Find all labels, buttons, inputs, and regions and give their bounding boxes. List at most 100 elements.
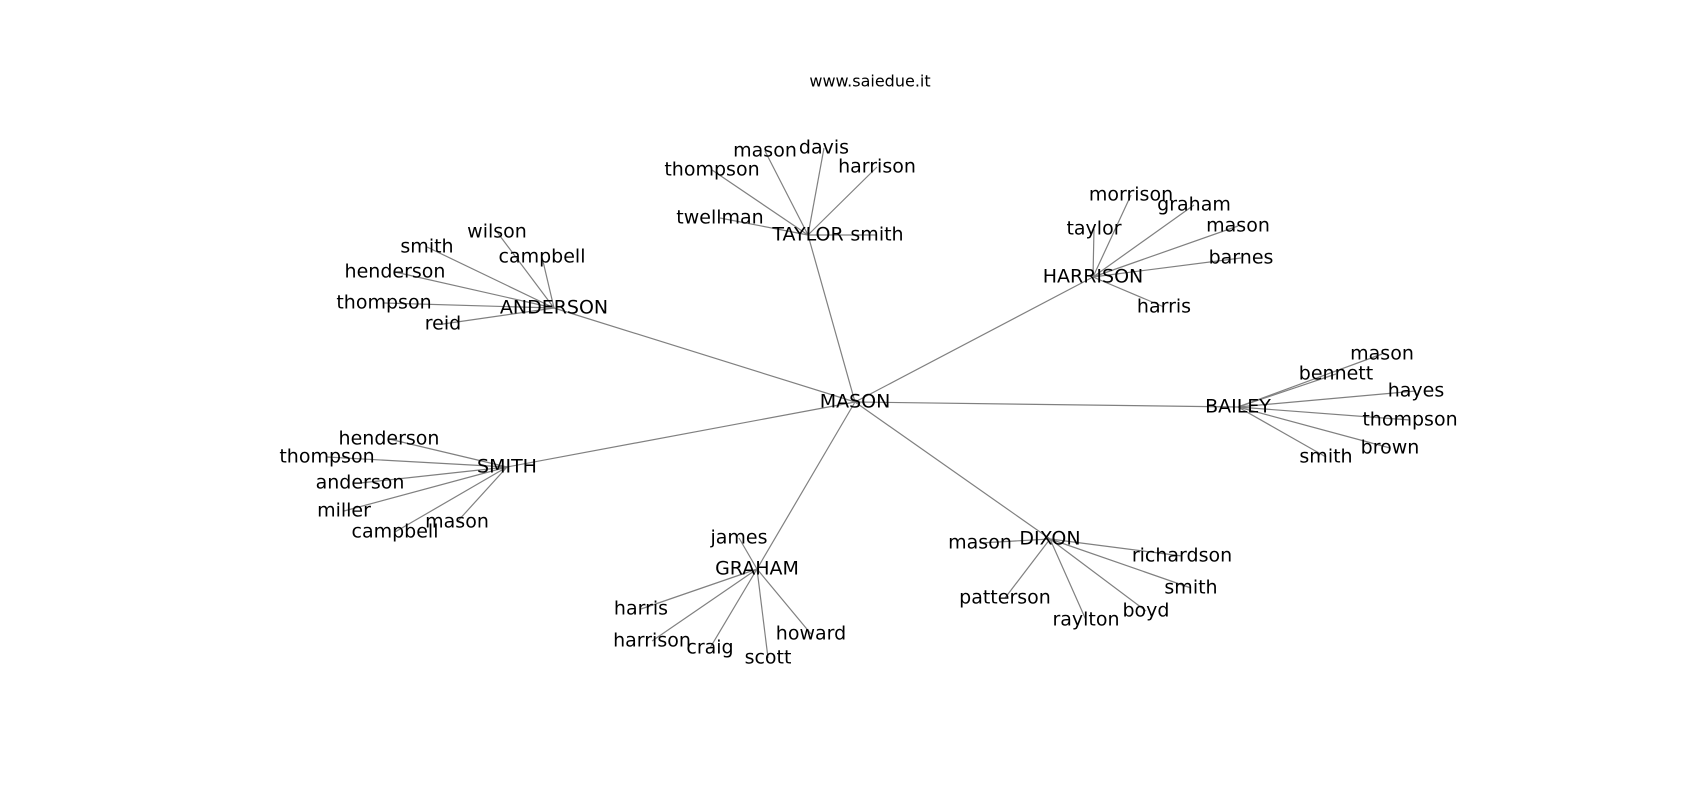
leaf-node-label: miller: [317, 500, 371, 522]
edge-graham-to-james: [738, 537, 758, 570]
leaf-node-label: campbell: [352, 521, 439, 543]
edge-graham-to-howard: [756, 568, 812, 635]
edge-taylor-to-thompson: [711, 169, 809, 236]
leaf-node-label: smith: [1164, 577, 1217, 599]
edge-taylor-to-harrison: [807, 166, 878, 236]
edge-bailey-to-bennett: [1237, 373, 1337, 408]
leaf-node-label: mason: [425, 511, 489, 533]
leaf-node-label: hayes: [1388, 380, 1445, 402]
hub-node-label: DIXON: [1019, 528, 1080, 550]
edge-anderson-to-wilson: [496, 231, 555, 309]
leaf-node-label: harrison: [838, 156, 916, 178]
edge-dixon-to-richardson: [1049, 538, 1183, 557]
edge-root-to-harrison: [854, 276, 1094, 403]
root-node-label: MASON: [820, 391, 891, 413]
edge-anderson-to-henderson: [394, 271, 555, 309]
leaf-node-label: patterson: [959, 587, 1051, 609]
leaf-node-label: reid: [425, 313, 461, 335]
edge-anderson-to-reid: [442, 307, 555, 325]
leaf-node-label: henderson: [339, 428, 440, 450]
leaf-node-label: morrison: [1089, 184, 1173, 206]
edge-smith-to-anderson: [359, 466, 508, 484]
edge-graham-to-scott: [756, 568, 769, 659]
edge-dixon-to-boyd: [1049, 538, 1147, 612]
leaf-node-label: smith: [1299, 446, 1352, 468]
edges-layer: [326, 147, 1417, 659]
edge-dixon-to-raylton: [1049, 538, 1087, 621]
leaf-node-label: howard: [776, 623, 846, 645]
hub-node-label: HARRISON: [1043, 266, 1144, 288]
edge-taylor-to-twellman: [719, 217, 809, 236]
leaf-node-label: raylton: [1052, 609, 1119, 631]
leaf-node-label: harris: [1137, 296, 1191, 318]
edge-bailey-to-brown: [1237, 406, 1391, 449]
edge-smith-to-campbell: [394, 466, 508, 533]
edge-root-to-dixon: [854, 401, 1051, 540]
edge-graham-to-craig: [709, 568, 758, 649]
leaf-node-label: bennett: [1299, 363, 1373, 385]
edge-taylor-to-davis: [807, 147, 825, 236]
edge-root-to-smith: [506, 401, 856, 468]
hub-node-label: GRAHAM: [715, 558, 799, 580]
edge-anderson-to-campbell: [541, 256, 555, 309]
edge-dixon-to-patterson: [1004, 538, 1051, 599]
leaf-node-label: graham: [1157, 194, 1231, 216]
edge-dixon-to-smith: [1049, 538, 1192, 589]
edge-bailey-to-smith: [1237, 406, 1327, 458]
leaf-node-label: boyd: [1123, 600, 1170, 622]
edge-root-to-graham: [756, 401, 856, 570]
hub-node-label: TAYLOR: [771, 224, 843, 246]
edge-harrison-to-barnes: [1092, 257, 1242, 278]
leaf-node-label: smith: [400, 236, 453, 258]
edge-harrison-to-taylor: [1092, 228, 1095, 278]
leaf-node-label: mason: [1206, 215, 1270, 237]
leaf-node-label: scott: [745, 647, 792, 669]
hub-node-label: SMITH: [477, 456, 537, 478]
edge-graham-to-harris: [640, 568, 758, 610]
leaf-node-label: barnes: [1209, 247, 1274, 269]
leaf-node-label: mason: [1350, 343, 1414, 365]
edge-anderson-to-thompson: [383, 302, 555, 309]
edge-bailey-to-hayes: [1237, 390, 1417, 408]
edge-harrison-to-mason: [1092, 225, 1239, 278]
leaf-node-label: smith: [850, 224, 903, 246]
leaf-node-label: thompson: [279, 446, 374, 468]
edge-taylor-to-mason: [764, 150, 809, 236]
edge-smith-to-henderson: [388, 438, 508, 468]
edge-bailey-to-mason: [1237, 353, 1383, 408]
leaf-node-label: brown: [1361, 437, 1420, 459]
watermark-text: www.saiedue.it: [809, 72, 930, 91]
edge-smith-to-thompson: [326, 456, 508, 468]
edge-dixon-to-mason: [979, 538, 1051, 544]
leaf-node-label: harrison: [613, 630, 691, 652]
leaf-node-label: twellman: [676, 207, 763, 229]
edge-root-to-anderson: [553, 307, 856, 403]
edge-anderson-to-smith: [426, 246, 555, 309]
edge-graham-to-harrison: [651, 568, 758, 642]
leaf-node-label: harris: [614, 598, 668, 620]
edge-root-to-bailey: [854, 401, 1239, 408]
hub-node-label: ANDERSON: [500, 297, 608, 319]
leaf-node-label: craig: [686, 637, 733, 659]
leaf-node-label: james: [709, 527, 767, 549]
edge-harrison-to-morrison: [1092, 194, 1132, 278]
edge-smith-to-miller: [343, 466, 508, 512]
leaf-node-label: thompson: [336, 292, 431, 314]
leaf-node-label: campbell: [499, 246, 586, 268]
edge-harrison-to-graham: [1092, 204, 1195, 278]
leaf-node-label: mason: [948, 532, 1012, 554]
leaf-node-label: taylor: [1066, 218, 1121, 240]
edge-smith-to-mason: [456, 466, 508, 523]
edge-root-to-taylor: [807, 234, 856, 403]
leaf-node-label: thompson: [664, 159, 759, 181]
leaf-node-label: davis: [799, 137, 849, 159]
leaf-node-label: richardson: [1132, 545, 1232, 567]
leaf-node-label: thompson: [1362, 409, 1457, 431]
leaf-node-label: anderson: [316, 472, 405, 494]
leaf-node-label: mason: [733, 140, 797, 162]
edge-bailey-to-thompson: [1237, 406, 1411, 421]
edge-harrison-to-harris: [1092, 276, 1165, 308]
leaf-node-label: henderson: [345, 261, 446, 283]
